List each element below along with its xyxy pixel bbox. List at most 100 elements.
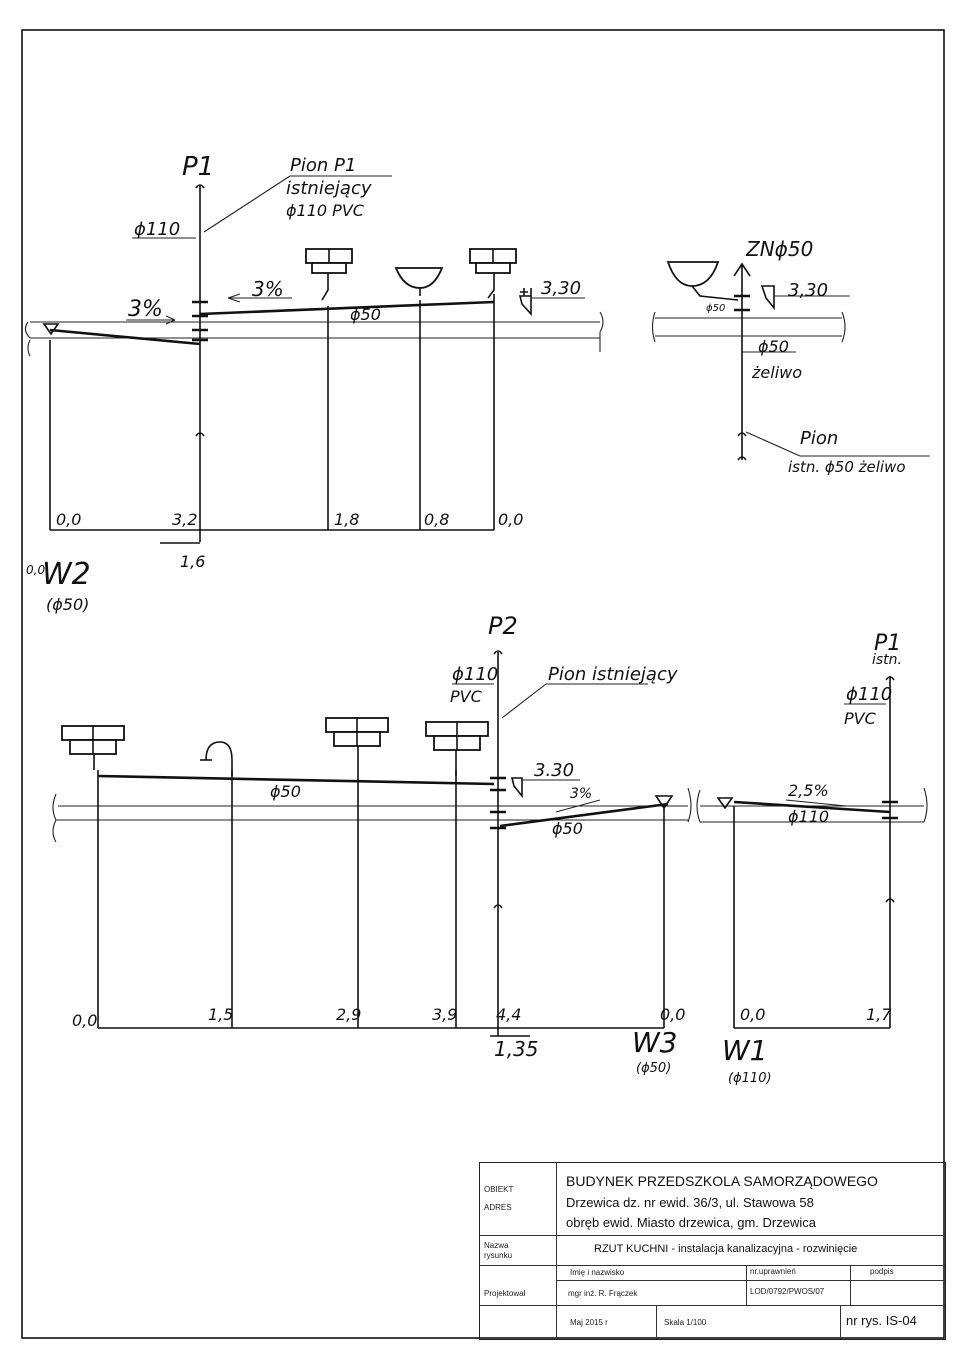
p1-note-leader [203, 175, 291, 233]
zn-pipe-dia: ϕ50 [758, 337, 789, 356]
lower-slope: 3% [570, 786, 592, 802]
upper-dim-0: 0,0 [56, 510, 81, 529]
w1-label: W1 [722, 1034, 768, 1067]
p1-lower-dia-1: ϕ110 [846, 684, 892, 705]
riser-p1-break [195, 432, 205, 437]
riser-p1-lower-fittings [882, 800, 898, 820]
riser-p1-lower-break [885, 676, 895, 903]
w3-dia: (ϕ50) [636, 1061, 671, 1076]
kitchen-sink-3-icon [61, 725, 125, 770]
tb-nazwa-label-2: rysunku [484, 1251, 513, 1260]
riser-zn-fittings [734, 294, 750, 312]
lower-right-pipe-dia: ϕ110 [788, 807, 829, 826]
air-admittance-valve-icon [733, 262, 751, 280]
riser-p2-label: P2 [488, 612, 518, 640]
lower-level: 3.30 [534, 760, 574, 781]
upper-level: 3,30 [541, 278, 581, 299]
p1-lower-label-2: istn. [872, 652, 902, 668]
tb-adres-1: Drzewica dz. nr ewid. 36/3, ul. Stawowa … [566, 1195, 814, 1210]
upper-right-diagram: ZNϕ50 ϕ50 3,30 ϕ50 żeliwo Pion istn. ϕ50… [651, 237, 930, 476]
kitchen-sink-2-icon [469, 248, 517, 299]
w2-label: W2 [42, 557, 91, 592]
riser-p1-fittings [192, 300, 208, 342]
tb-uprawnienia: LOD/0792/PWOS/07 [750, 1287, 825, 1296]
slope-arrow-upper-head [227, 293, 241, 303]
kitchen-sink-1-icon [305, 248, 353, 301]
upper-drain-pipe-left [49, 328, 201, 346]
tb-skala: Skala 1/100 [664, 1318, 707, 1327]
upper-dim-1: 3,2 [172, 510, 197, 529]
tb-podpis-label: podpis [870, 1267, 894, 1276]
floor-trap-right [716, 797, 734, 810]
title-block: OBIEKT ADRES BUDYNEK PRZEDSZKOLA SAMORZĄ… [479, 1162, 946, 1340]
p1-lower-dia-2: PVC [844, 709, 877, 728]
lower-right-dim-1: 1,7 [866, 1005, 892, 1024]
tb-imie-label: Imię i nazwisko [570, 1268, 625, 1277]
p2-note-leader [501, 683, 547, 719]
upper-right-floor-slab [651, 311, 846, 343]
w3-label: W3 [632, 1026, 678, 1059]
zn-title: ZNϕ50 [745, 237, 813, 261]
sheet-border [21, 29, 945, 1339]
tb-projektant: mgr inż. R. Frączek [568, 1289, 638, 1298]
w2-zero: 0,0 [26, 563, 45, 577]
p1-note-2: istniejący [286, 178, 372, 199]
upper-drain-pipe [199, 300, 495, 316]
tb-obiekt-label: OBIEKT [484, 1185, 514, 1194]
tb-vdivider-1 [556, 1163, 557, 1339]
riser-p2-dia-1: ϕ110 [452, 664, 498, 685]
riser-p2-dia-2: PVC [450, 687, 483, 706]
tb-divider-2 [480, 1265, 945, 1266]
p1-lower-label: P1 [874, 631, 901, 656]
slope-upper-label: 3% [252, 277, 284, 301]
zn-level: 3,30 [788, 280, 828, 301]
lower-right-diagram: P1 istn. ϕ110 PVC 2,5% ϕ110 0,0 1,7 W1 (… [696, 631, 928, 1086]
riser-p1-break-top [195, 184, 205, 189]
kitchen-sink-4-icon [325, 717, 389, 770]
lower-floor-slab [52, 787, 692, 843]
upper-diagram: P1 Pion P1 istniejący ϕ110 PVC ϕ110 3% 3… [24, 152, 604, 614]
floor-trap-left [42, 323, 60, 336]
lower-dim-5: 0,0 [660, 1005, 685, 1024]
upper-dim-3: 0,8 [424, 510, 449, 529]
lower-dim-3: 3,9 [432, 1005, 457, 1024]
lower-dim-1: 1,5 [208, 1005, 233, 1024]
riser-p2-note: Pion istniejący [548, 664, 678, 685]
tb-divider-1 [480, 1235, 945, 1236]
slope-arrow-left-head [165, 315, 176, 325]
tb-divider-3 [556, 1280, 945, 1281]
level-mark-lower [510, 777, 523, 799]
tb-nazwa: RZUT KUCHNI - instalacja kanalizacyjna -… [594, 1243, 858, 1255]
tb-nr-rys: nr rys. IS-04 [846, 1313, 917, 1328]
tb-data: Maj 2015 r [570, 1318, 608, 1327]
tb-vdivider-3 [850, 1265, 851, 1305]
upper-dim-extra: 1,6 [180, 552, 205, 571]
lower-dim-tick [490, 1028, 530, 1037]
tb-adres-label: ADRES [484, 1203, 512, 1212]
lower-dim-4: 4,4 [496, 1005, 521, 1024]
lower-dim-0: 0,0 [72, 1011, 97, 1030]
tb-vdivider-4 [656, 1305, 657, 1339]
zn-material: żeliwo [751, 363, 802, 382]
lower-pipe-dia-1: ϕ50 [270, 782, 301, 801]
dishwasher-hose-icon [200, 741, 233, 776]
w1-dia: (ϕ110) [728, 1071, 772, 1086]
level-mark-zn [760, 285, 775, 311]
riser-p2-break [493, 650, 503, 909]
upper-pipe-dia: ϕ50 [350, 305, 381, 324]
lower-right-slope: 2,5% [788, 781, 829, 800]
lower-diagram: P2 ϕ110 PVC Pion istniejący ϕ50 3.30 3% … [52, 612, 692, 1076]
zn-riser-note-1: Pion [800, 428, 838, 449]
upper-floor-slab [24, 311, 604, 357]
upper-dim-tick [160, 530, 201, 544]
lower-dim-2: 2,9 [336, 1005, 361, 1024]
tb-vdivider-5 [840, 1305, 841, 1339]
kitchen-sink-5-icon [425, 721, 489, 776]
level-mark-upper [518, 288, 532, 317]
zn-small-dia: ϕ50 [706, 303, 725, 314]
tb-uprawnien-label: nr.uprawnień [750, 1267, 796, 1276]
zn-riser-note-leader [745, 431, 801, 457]
tb-projektowal-label: Projektował [484, 1289, 526, 1298]
upper-dim-2: 1,8 [334, 510, 359, 529]
